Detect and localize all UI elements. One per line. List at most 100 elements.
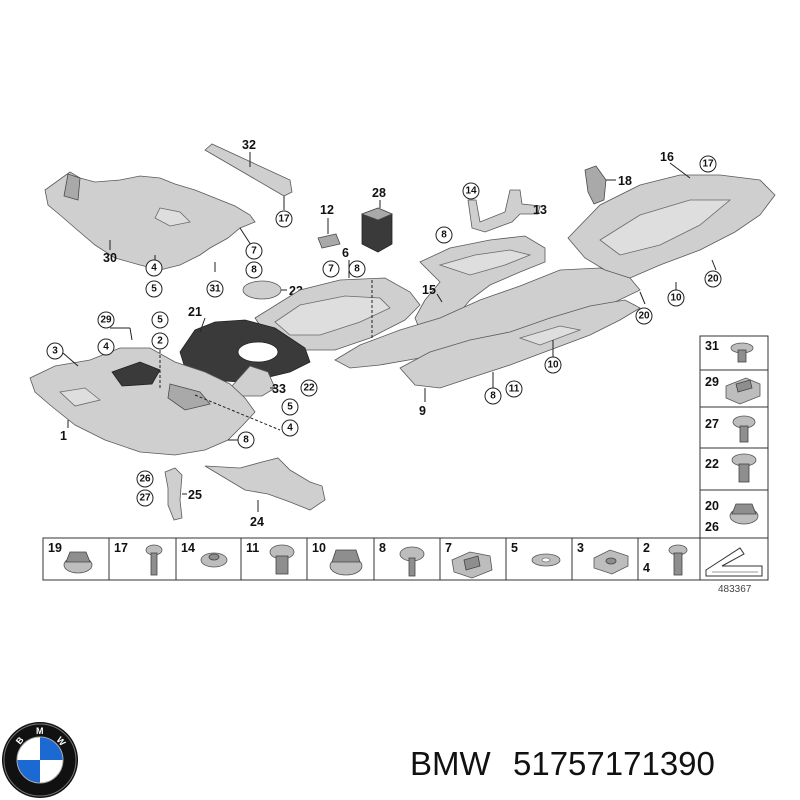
- callout-15: 15: [422, 283, 436, 297]
- callout-5-left: 5: [157, 315, 163, 326]
- callout-27: 27: [139, 493, 151, 504]
- caption-part-number: 51757171390: [513, 745, 715, 782]
- callout-21: 21: [188, 305, 202, 319]
- part-front-underbody-shield: [29, 345, 281, 456]
- callout-9: 9: [419, 404, 426, 418]
- logo-letter-m: M: [36, 726, 44, 736]
- legend-29: 29: [705, 375, 719, 389]
- arrow-icon: [705, 547, 763, 577]
- callout-10-mid: 10: [547, 360, 559, 371]
- callout-18: 18: [618, 174, 632, 188]
- callout-8: 8: [251, 265, 257, 276]
- legend-10: 10: [312, 541, 326, 555]
- plastic-nut-icon: [269, 544, 295, 575]
- callout-3: 3: [52, 346, 58, 357]
- callout-11: 11: [509, 384, 520, 395]
- part-rear-shield: [567, 162, 776, 305]
- callout-20-side: 20: [638, 311, 650, 322]
- callout-7-center: 7: [328, 264, 334, 275]
- part-bracket-18: [584, 165, 616, 205]
- callout-25: 25: [188, 488, 202, 502]
- legend-5: 5: [511, 541, 518, 555]
- part-insulation-block: [360, 200, 394, 253]
- legend-22: 22: [705, 457, 719, 471]
- part-lower-plate: [204, 457, 326, 512]
- part-disc: [242, 280, 287, 300]
- callout-17-top: 17: [278, 214, 290, 225]
- callout-5-right: 5: [287, 402, 293, 413]
- legend-17: 17: [114, 541, 128, 555]
- legend-26: 26: [705, 520, 719, 534]
- callout-16: 16: [660, 150, 674, 164]
- callout-33: 33: [272, 382, 286, 396]
- collar-nut-icon: [329, 549, 363, 576]
- callout-14: 14: [465, 186, 477, 197]
- callout-24: 24: [250, 515, 264, 529]
- legend-3: 3: [577, 541, 584, 555]
- bolt-icon: [145, 544, 163, 576]
- legend-31: 31: [705, 339, 719, 353]
- callout-4: 4: [151, 263, 157, 274]
- part-front-shield-upper: [44, 171, 256, 271]
- callout-32: 32: [242, 138, 256, 152]
- callout-7: 7: [251, 246, 257, 257]
- callout-8-side: 8: [490, 391, 496, 402]
- callout-8-center: 8: [354, 264, 360, 275]
- legend-side-panel: 31 29 27 22 20 26: [699, 335, 769, 539]
- diagram-ref-number: 483367: [718, 584, 752, 595]
- part-side-shield-lower: [399, 299, 641, 402]
- rivet-icon: [668, 544, 688, 576]
- callout-28: 28: [372, 186, 386, 200]
- flat-washer-icon: [531, 553, 561, 567]
- callout-20-rear: 20: [707, 274, 719, 285]
- clip-icon: [725, 377, 761, 405]
- callout-8-tunnel: 8: [441, 230, 447, 241]
- washer-nut-icon: [200, 552, 228, 568]
- part-pad: [317, 218, 341, 249]
- callout-2: 2: [157, 336, 163, 347]
- callout-5: 5: [151, 284, 157, 295]
- legend-11: 11: [246, 541, 259, 555]
- callout-30: 30: [103, 251, 117, 265]
- flange-nut-icon: [729, 503, 759, 525]
- legend-4: 4: [643, 561, 650, 575]
- callout-12: 12: [320, 203, 334, 217]
- legend-19: 19: [48, 541, 62, 555]
- callout-26: 26: [139, 474, 151, 485]
- screw-washer-icon: [399, 546, 425, 577]
- logo-letter-b: B: [14, 734, 26, 746]
- callout-10-rear: 10: [670, 293, 682, 304]
- legend-27: 27: [705, 417, 719, 431]
- bmw-logo-icon: B M W: [2, 722, 78, 798]
- callout-1: 1: [60, 429, 67, 443]
- expansion-rivet-icon: [731, 453, 757, 483]
- screw-icon: [732, 415, 756, 443]
- part-tunnel-shield: [414, 235, 546, 331]
- part-center-panel: [254, 277, 421, 351]
- legend-bottom-panel: 19 17 14 11 10 8 7: [42, 537, 769, 581]
- part-insulation-mat: [179, 317, 311, 383]
- callout-4-right: 4: [287, 423, 293, 434]
- caption-brand: BMW: [410, 745, 492, 782]
- callout-6: 6: [342, 246, 349, 260]
- callout-circle-17: [275, 210, 293, 228]
- spring-clip-icon: [451, 551, 493, 579]
- legend-2: 2: [643, 541, 650, 555]
- hex-nut-icon: [63, 551, 93, 574]
- legend-8: 8: [379, 541, 386, 555]
- push-rivet-icon: [730, 342, 754, 363]
- callout-17-rear: 17: [702, 159, 714, 170]
- part-small-bracket: [164, 467, 187, 521]
- legend-14: 14: [181, 541, 195, 555]
- callout-22: 22: [303, 383, 315, 394]
- callout-31: 31: [209, 284, 221, 295]
- callout-13: 13: [533, 203, 547, 217]
- part-rail: [204, 143, 293, 197]
- legend-20: 20: [705, 499, 719, 513]
- callout-4-left: 4: [103, 342, 109, 353]
- callout-29: 29: [100, 315, 112, 326]
- legend-7: 7: [445, 541, 452, 555]
- part-bracket-13: [467, 189, 541, 233]
- callout-8-lower: 8: [243, 435, 249, 446]
